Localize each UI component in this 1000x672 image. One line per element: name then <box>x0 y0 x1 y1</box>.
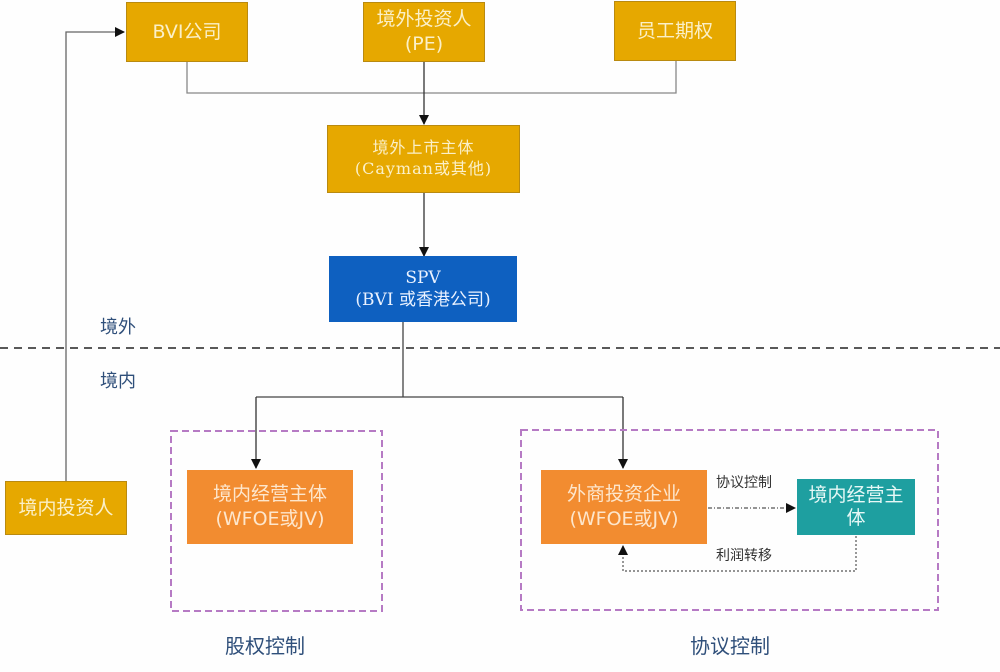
node-foreign-invested-enterprise: 外商投资企业 (WFOE或JV) <box>541 470 707 544</box>
node-bvi-company: BVI公司 <box>126 2 248 62</box>
node-spv: SPV (BVI 或香港公司) <box>329 256 517 322</box>
node-label: 员工期权 <box>636 19 713 42</box>
node-employee-options: 员工期权 <box>614 1 736 61</box>
node-sublabel: 体 <box>846 507 866 529</box>
edge-label-contract-control: 协议控制 <box>716 475 772 491</box>
node-label: 境内经营主 <box>808 484 904 507</box>
node-label: 境内经营主体 <box>212 483 327 506</box>
node-label: 外商投资企业 <box>566 483 681 506</box>
node-offshore-listing-entity: 境外上市主体 (Cayman或其他) <box>327 125 520 193</box>
node-domestic-operating-entity-contract: 境内经营主 体 <box>797 479 915 535</box>
connector-profit-transfer <box>618 536 857 572</box>
node-label: 境内投资人 <box>18 496 114 519</box>
connector-domestic-investor-to-bvi <box>65 27 125 481</box>
caption-equity-control: 股权控制 <box>225 634 305 658</box>
caption-contract-control: 协议控制 <box>690 634 770 658</box>
node-sublabel: (WFOE或JV) <box>569 508 679 530</box>
node-sublabel: (BVI 或香港公司) <box>355 290 491 310</box>
node-sublabel: (Cayman或其他) <box>354 159 493 178</box>
region-label-onshore: 境内 <box>100 371 136 392</box>
node-domestic-operating-entity-equity: 境内经营主体 (WFOE或JV) <box>187 470 353 544</box>
node-label: BVI公司 <box>152 20 222 43</box>
node-label: 境外上市主体 <box>372 138 475 158</box>
node-domestic-investor: 境内投资人 <box>5 481 127 535</box>
node-offshore-investor: 境外投资人 (PE) <box>363 2 485 62</box>
node-sublabel: (PE) <box>404 33 444 55</box>
group-box-contract-control <box>520 429 939 611</box>
region-label-offshore: 境外 <box>100 317 136 338</box>
node-sublabel: (WFOE或JV) <box>215 508 325 530</box>
node-label: SPV <box>405 267 441 288</box>
connector-bvi-to-bus <box>186 60 677 94</box>
edge-label-profit-transfer: 利润转移 <box>716 548 772 564</box>
node-label: 境外投资人 <box>376 8 472 31</box>
group-box-equity-control <box>170 430 383 612</box>
